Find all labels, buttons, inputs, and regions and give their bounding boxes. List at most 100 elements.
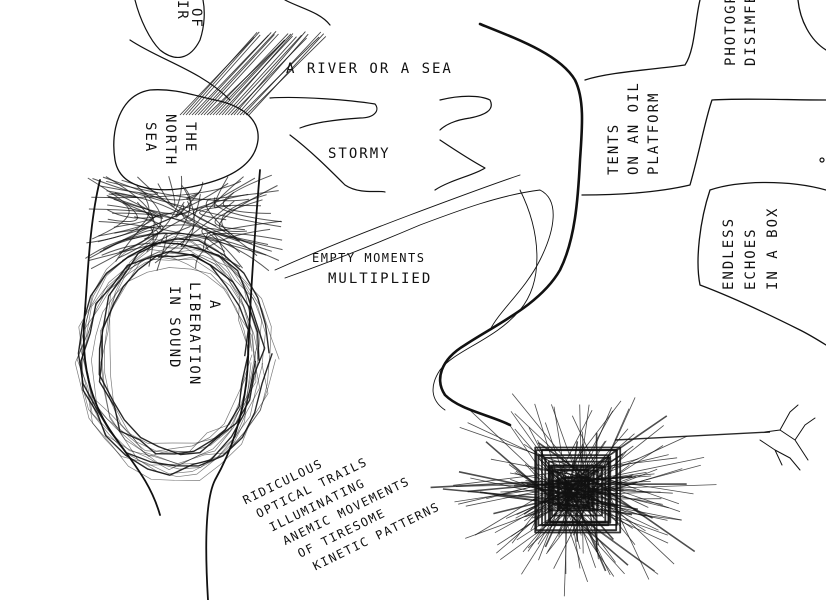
label-liberation-line1: A xyxy=(206,300,222,310)
scribble-knot-stroke xyxy=(223,174,272,214)
label-north-sea-line3: SEA xyxy=(142,122,158,153)
scribble-knot-stroke xyxy=(85,232,280,261)
scribble-hatch xyxy=(209,33,289,116)
scribble-core-square xyxy=(556,469,599,512)
scribble-hatch xyxy=(221,33,294,116)
scribble-core-square xyxy=(535,449,618,532)
scribble-core-square xyxy=(544,457,612,524)
scribble-hatch xyxy=(215,33,292,116)
scribble-knot-stroke xyxy=(218,185,278,233)
outline-stormy-left xyxy=(269,96,378,129)
scribble-hatch xyxy=(188,34,261,116)
scribble-knot-stroke xyxy=(101,242,241,268)
scribble-tangle-stroke xyxy=(558,480,669,509)
scribble-ring xyxy=(109,231,257,466)
scribble-hatch xyxy=(227,34,302,116)
scribble-knot-stroke xyxy=(221,194,272,252)
scribble-core-square xyxy=(534,446,622,534)
label-trails: RIDICULOUS OPTICAL TRAILS ILLUMINATING A… xyxy=(241,455,443,574)
scribble-clusters xyxy=(74,30,771,597)
outline-stormy-right-low xyxy=(434,139,486,191)
scribble-ring xyxy=(80,250,260,476)
scribble-tangle-stroke xyxy=(497,485,590,546)
scribble-knot-stroke xyxy=(154,200,235,264)
scribble-hatch xyxy=(191,34,269,116)
scribble-knot-stroke xyxy=(136,201,162,229)
label-photog: PHOTOGR DISIMFE xyxy=(723,0,759,66)
outline-north-sea xyxy=(113,89,259,191)
scribble-knot-stroke xyxy=(199,205,231,221)
scribble-knot-stroke xyxy=(107,182,229,219)
scribble-knot-stroke xyxy=(186,190,279,201)
label-tents-line3: PLATFORM xyxy=(646,92,662,175)
outline-channel-b xyxy=(284,189,554,331)
scribble-ring xyxy=(82,238,257,471)
scribble-hatch xyxy=(248,33,325,116)
scribble-knot-stroke xyxy=(139,181,204,201)
scribble-knot-stroke xyxy=(178,185,195,253)
tree-doodle xyxy=(759,404,816,471)
scribble-knot-stroke xyxy=(156,233,168,271)
scribble-hatch xyxy=(242,31,322,116)
label-endless: ENDLESS ECHOES IN A BOX xyxy=(721,207,781,290)
label-endless-line3: IN A BOX xyxy=(765,207,781,290)
scribble-knot-stroke xyxy=(157,176,176,207)
scribble-knot-stroke xyxy=(87,177,138,222)
label-tents: TENTS ON AN OIL PLATFORM xyxy=(606,81,662,175)
scribble-hatch xyxy=(182,31,258,116)
label-of-ir: OF IR xyxy=(174,0,204,29)
scribble-knot-stroke xyxy=(112,212,241,254)
scribble-hatch xyxy=(245,36,327,116)
scribble-core-square xyxy=(557,477,590,509)
scribble-hatch xyxy=(197,30,277,116)
outline-top-strip xyxy=(284,0,331,26)
label-tents-line1: TENTS xyxy=(606,123,622,175)
outline-river-inner xyxy=(432,189,538,411)
label-photog-line1: PHOTOGR xyxy=(723,0,739,66)
scribble-tangle-stroke xyxy=(430,477,615,489)
scribble-knot-stroke xyxy=(122,225,191,262)
scribble-knot-stroke xyxy=(180,194,201,222)
scribble-tangle-stroke xyxy=(572,397,636,536)
scribble-ring xyxy=(77,238,273,467)
outline-dot xyxy=(819,157,825,163)
scribble-connector xyxy=(614,431,771,441)
scribble-knot-stroke xyxy=(92,178,282,228)
label-endless-line2: ECHOES xyxy=(743,227,759,290)
scribble-knot-stroke xyxy=(114,192,164,219)
label-north-sea: THE NORTH SEA xyxy=(142,114,198,166)
outline-endless-box xyxy=(697,181,826,346)
outline-photog-arc xyxy=(797,0,826,51)
scribble-hatch xyxy=(233,31,306,116)
outline-channel-a xyxy=(274,174,521,271)
scribble-knot-stroke xyxy=(193,204,262,227)
label-ir-line: IR xyxy=(174,0,190,21)
outline-tents xyxy=(584,0,701,81)
outline-stormy-mid xyxy=(289,134,386,193)
scribble-tangle-stroke xyxy=(547,465,681,512)
label-stormy: STORMY xyxy=(328,146,391,162)
label-tents-line2: ON AN OIL xyxy=(626,81,642,175)
scribble-hatch xyxy=(194,32,272,116)
scribble-hatch xyxy=(203,33,279,116)
outline-river xyxy=(438,22,584,427)
scribble-knot-stroke xyxy=(137,176,253,245)
scribble-knot-stroke xyxy=(195,228,271,269)
label-liberation-line3: IN SOUND xyxy=(166,286,182,369)
label-north-sea-line1: THE xyxy=(182,122,198,153)
scribble-knot-stroke xyxy=(212,232,283,251)
scribble-ring xyxy=(76,254,280,464)
scribble-knot-stroke xyxy=(98,221,267,256)
label-liberation-line2: LIBERATION xyxy=(186,282,202,386)
label-north-sea-line2: NORTH xyxy=(162,114,178,166)
scribble-knot-stroke xyxy=(111,192,243,269)
scribble-hatch xyxy=(179,36,255,116)
label-photog-line2: DISIMFE xyxy=(743,0,759,66)
scribble-hatch xyxy=(185,31,260,116)
outline-top-left-bubble xyxy=(134,0,205,58)
label-multiplied: MULTIPLIED xyxy=(328,271,432,287)
scribble-ring xyxy=(80,244,269,481)
scribble-core-square xyxy=(564,476,587,498)
